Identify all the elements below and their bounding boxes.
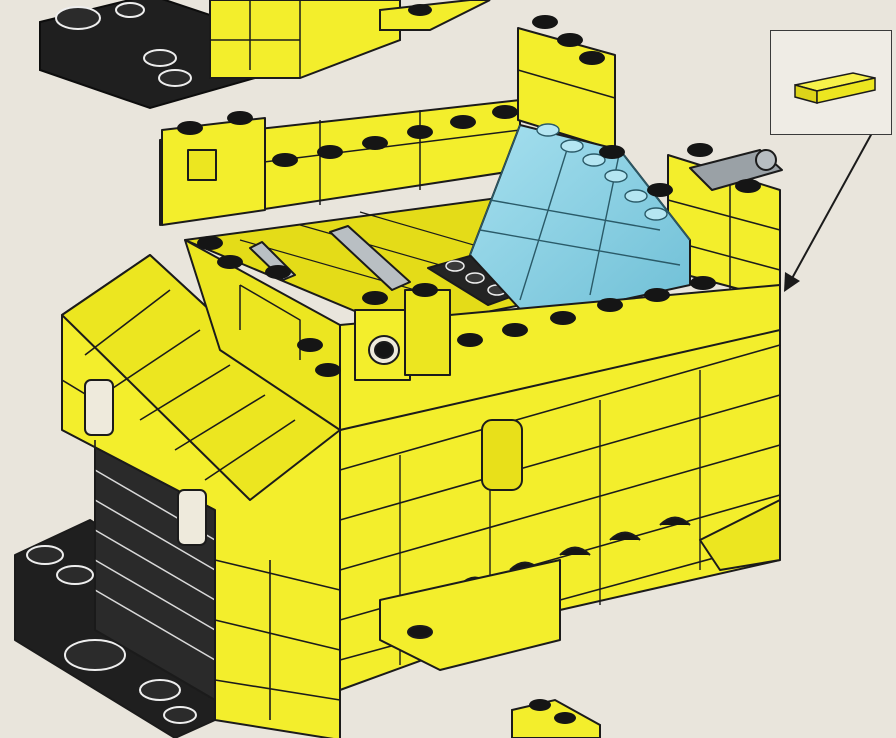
tile-1x2-icon [771, 31, 893, 136]
white-clip [85, 380, 113, 435]
tower-window [188, 150, 216, 180]
left-plate-stud [27, 546, 63, 564]
upper-plate-stud [116, 3, 144, 17]
left-plate-stud [140, 680, 180, 700]
upper-plate-stud [159, 70, 191, 86]
upper-plate-stud [56, 7, 100, 29]
upper-plate-stud [144, 50, 176, 66]
stud [408, 626, 432, 638]
main-building [15, 15, 782, 738]
upper-assembly [40, 0, 490, 108]
part-callout-box [770, 30, 892, 135]
lower-partial-brick [512, 699, 600, 738]
hinge-cylinder [482, 420, 522, 490]
upper-yellow-block [210, 0, 400, 78]
white-clip [178, 490, 206, 545]
pillar-brick [405, 290, 450, 375]
left-plate-stud [164, 707, 196, 723]
upper-stud [408, 4, 432, 16]
left-plate-stud [65, 640, 125, 670]
callout-arrow [784, 133, 872, 292]
left-plate-stud [57, 566, 93, 584]
